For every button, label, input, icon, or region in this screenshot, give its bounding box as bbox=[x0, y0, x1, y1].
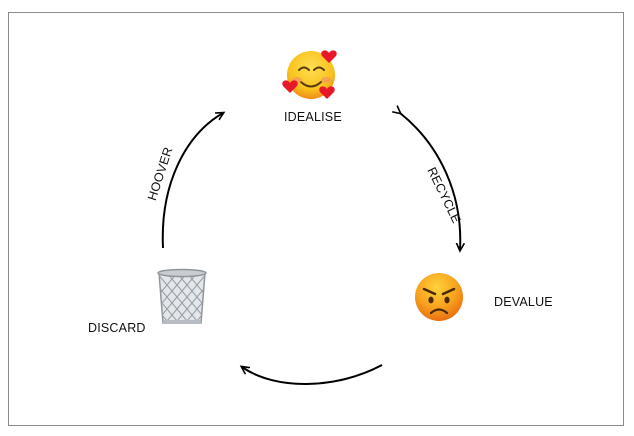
hoover-arrow bbox=[161, 113, 223, 249]
angry-face-icon bbox=[415, 273, 463, 321]
node-label-idealise: IDEALISE bbox=[284, 110, 342, 124]
node-label-devalue: DEVALUE bbox=[494, 295, 553, 309]
wastebasket-icon bbox=[157, 268, 207, 324]
devalue-to-discard-arrow bbox=[242, 364, 383, 385]
node-label-discard: DISCARD bbox=[88, 321, 146, 335]
recycle-arrow bbox=[400, 113, 460, 250]
smiling-face-with-hearts-icon bbox=[282, 50, 337, 99]
